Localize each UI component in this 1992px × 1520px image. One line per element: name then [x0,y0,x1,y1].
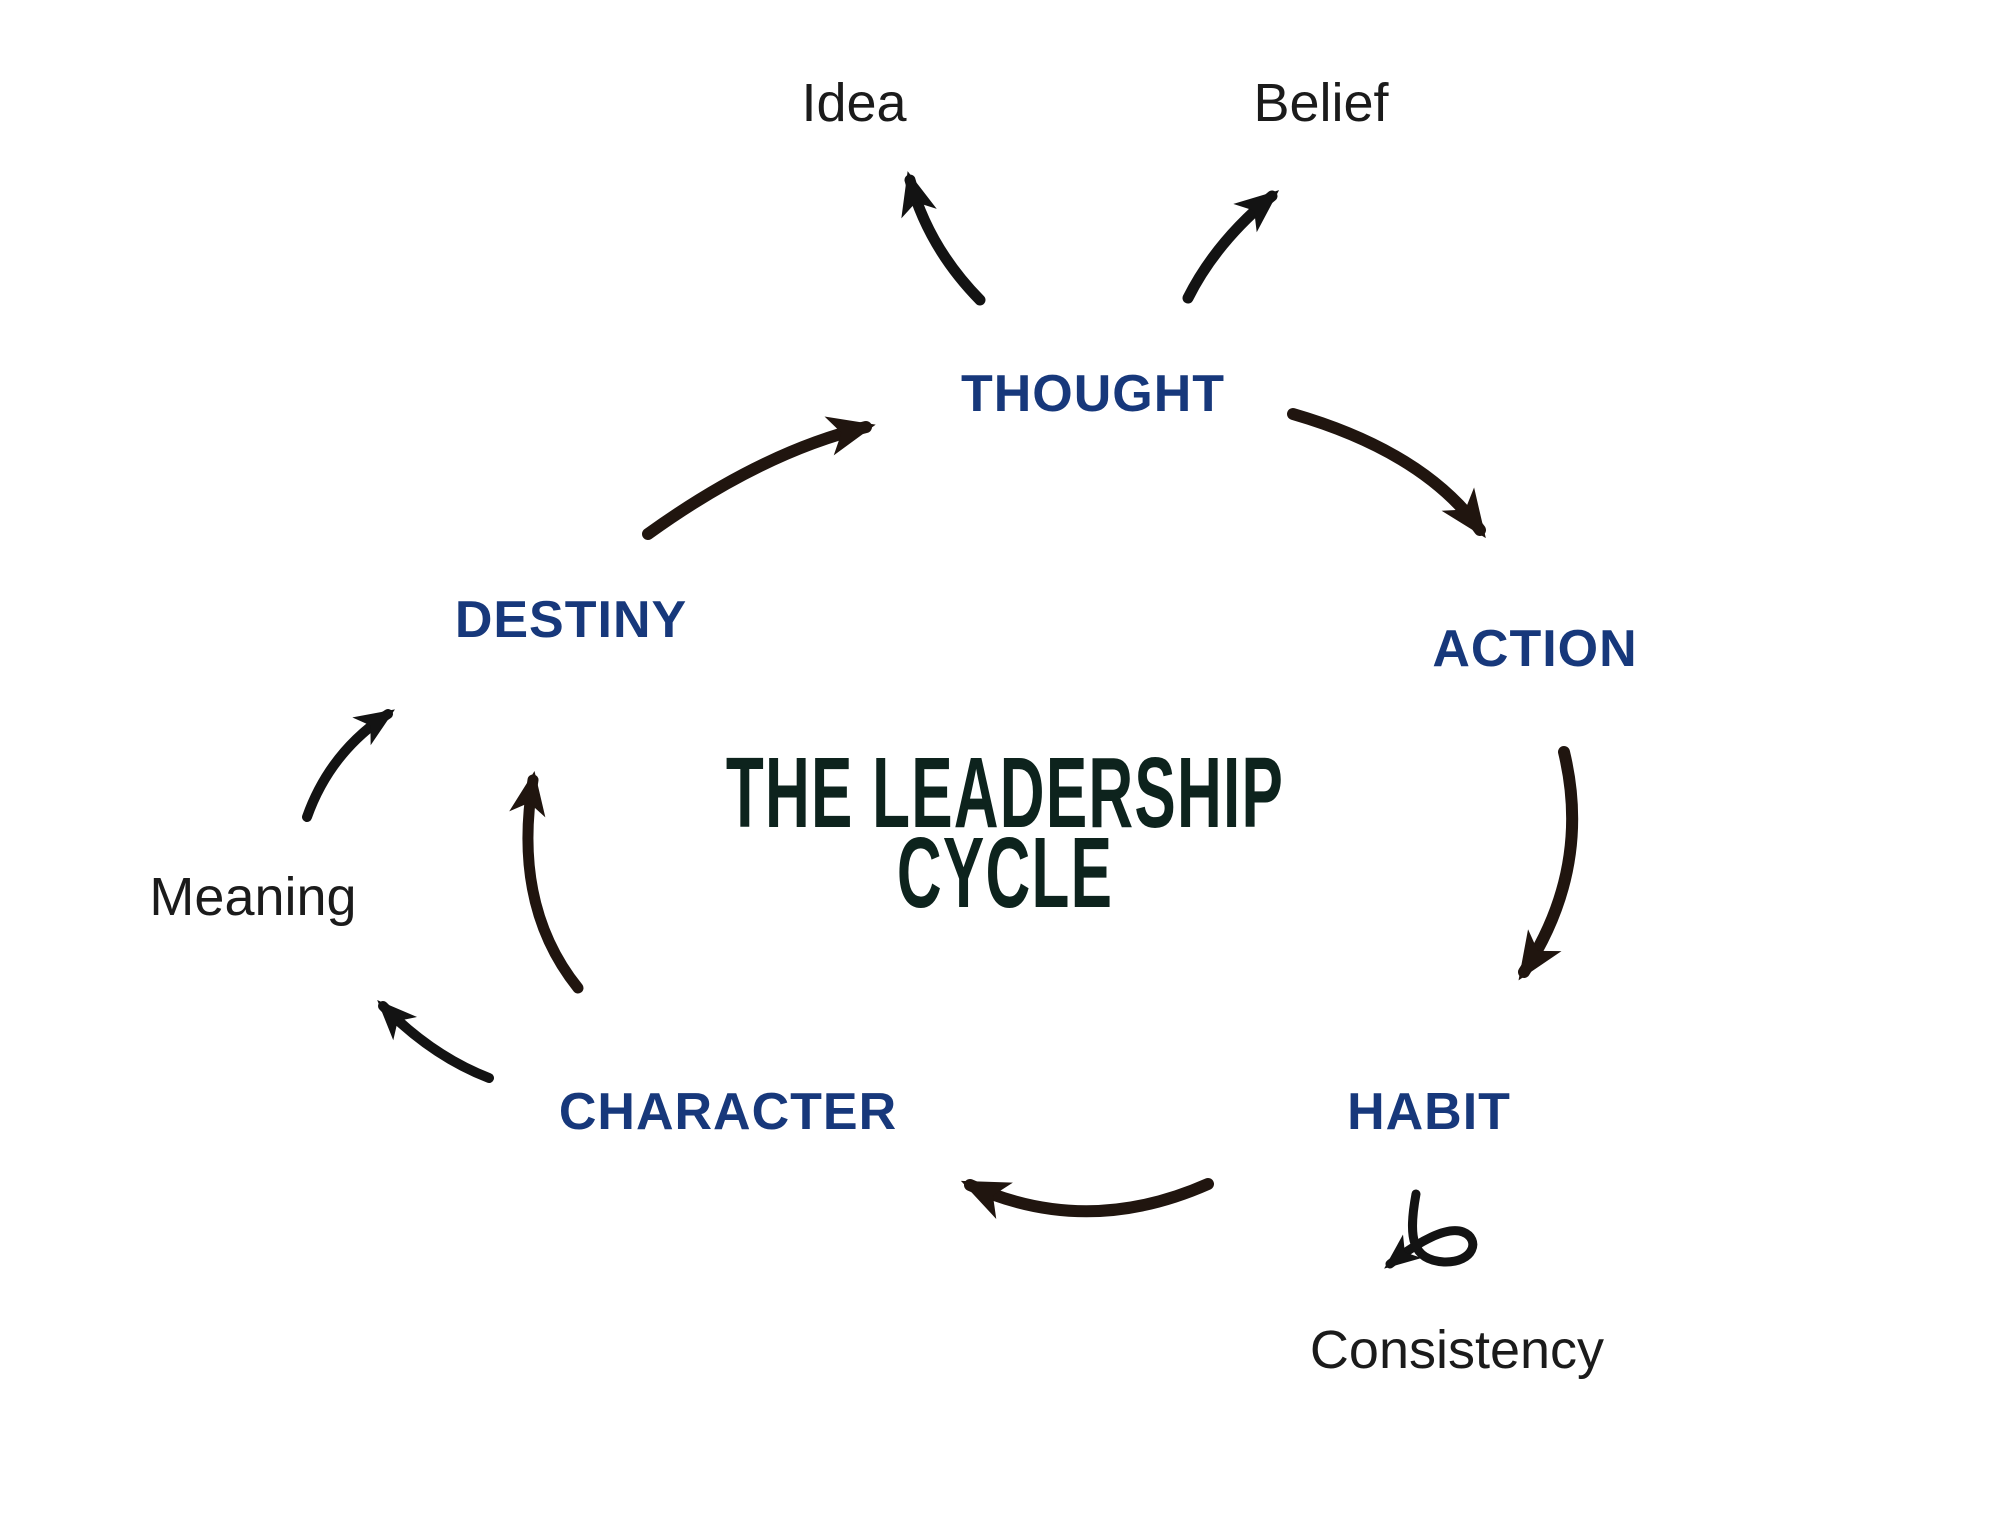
arrow-habit-to-consistency [1384,1189,1478,1269]
arrow-thought-to-idea [901,171,986,306]
satellite-belief: Belief [1253,73,1389,133]
arrow-thought-to-action [1287,408,1486,539]
diagram-title: THE LEADERSHIP CYCLE [725,737,1285,929]
node-character: CHARACTER [558,1083,898,1141]
satellite-consistency: Consistency [1309,1320,1605,1380]
satellite-meaning: Meaning [149,867,357,927]
diagram-title-line2: CYCLE [896,817,1114,929]
arrow-action-to-habit [1518,746,1579,981]
node-destiny: DESTINY [454,591,688,649]
satellite-idea: Idea [801,73,907,133]
arrow-character-to-destiny [509,770,584,994]
arrow-thought-to-belief [1182,190,1280,304]
arrow-habit-to-character [960,1178,1214,1219]
node-habit: HABIT [1347,1083,1511,1141]
arrow-destiny-to-thought [642,416,876,540]
diagram-title-line1: THE LEADERSHIP [725,737,1285,849]
arrow-meaning-to-destiny [302,709,395,822]
node-thought: THOUGHT [960,365,1226,423]
node-action: ACTION [1432,620,1638,678]
arrow-character-to-meaning [377,1000,494,1083]
